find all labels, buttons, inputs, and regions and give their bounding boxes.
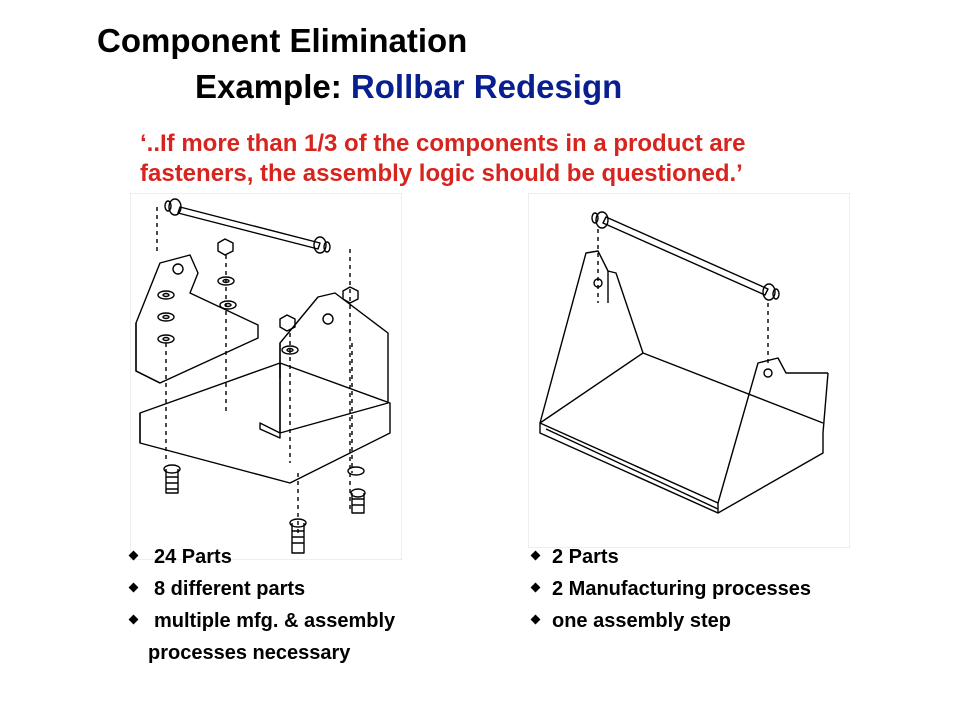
- subtitle-prefix: Example:: [195, 68, 351, 105]
- diamond-bullet-icon: [530, 582, 541, 593]
- exploded-assembly-figure: [130, 193, 402, 560]
- list-item: 24 Parts: [128, 545, 395, 577]
- list-item: 2 Manufacturing processes: [530, 577, 811, 609]
- diamond-bullet-icon: [128, 614, 139, 625]
- quote: ‘..If more than 1/3 of the components in…: [140, 129, 745, 189]
- left-bullet-list: 24 Parts 8 different parts multiple mfg.…: [128, 545, 395, 673]
- list-item-continuation: processes necessary: [148, 642, 351, 664]
- list-item: one assembly step: [530, 609, 811, 641]
- subtitle-accent: Rollbar Redesign: [350, 68, 623, 105]
- slide-title: Component Elimination: [97, 22, 468, 59]
- diamond-bullet-icon: [128, 550, 139, 561]
- list-item: 2 Parts: [530, 545, 811, 577]
- slide-subtitle: Example: Rollbar Redesign: [195, 68, 622, 106]
- redesigned-rollbar-figure: [528, 193, 850, 548]
- diamond-bullet-icon: [128, 582, 139, 593]
- diamond-bullet-icon: [530, 614, 541, 625]
- right-bullet-list: 2 Parts 2 Manufacturing processes one as…: [530, 545, 811, 641]
- list-item: 8 different parts: [128, 577, 395, 609]
- list-item: multiple mfg. & assembly: [128, 609, 395, 641]
- quote-line-2: fasteners, the assembly logic should be …: [140, 160, 743, 187]
- quote-line-1: ‘..If more than 1/3 of the components in…: [140, 130, 746, 157]
- diamond-bullet-icon: [530, 550, 541, 561]
